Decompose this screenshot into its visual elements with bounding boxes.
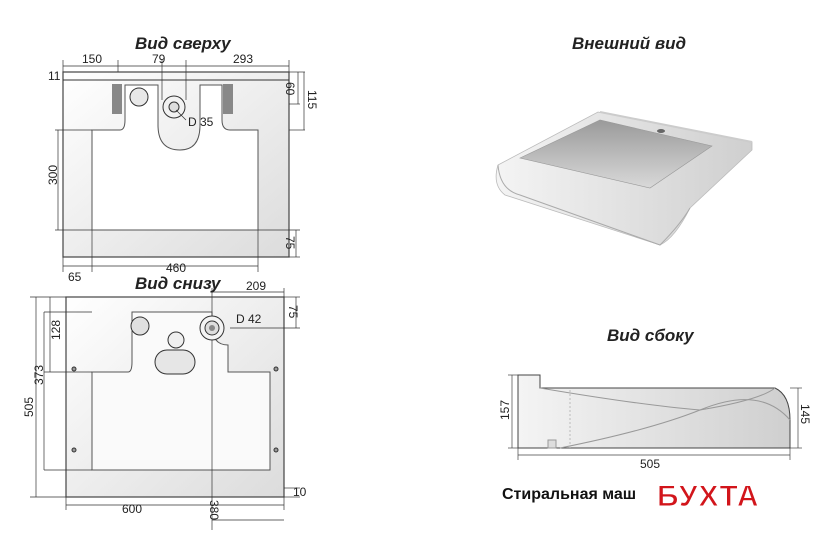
dim-145: 145 [798,404,812,424]
title-side-view: Вид сбоку [607,326,694,345]
dim-300: 300 [46,165,60,185]
dim-79: 79 [152,52,166,66]
title-top-view: Вид сверху [135,34,231,53]
title-external-view: Внешний вид [572,34,687,53]
dim-75-bottom: 75 [286,305,300,319]
dim-10: 10 [293,485,307,499]
dim-505-bottom: 505 [22,397,36,417]
title-bottom-view: Вид снизу [135,274,221,293]
hole-d42: D 42 [236,312,262,326]
dim-60: 60 [283,82,297,96]
dim-460: 460 [166,261,186,275]
dim-505-side: 505 [640,457,660,471]
top-view-drawing [55,60,305,272]
caption-washing-machine: Стиральная маш [502,486,637,503]
hole-d35: D 35 [188,115,214,129]
dim-115: 115 [305,90,319,109]
dim-373: 373 [32,365,46,385]
dim-128: 128 [49,320,63,340]
top-view-labels: 150 79 293 11 60 115 300 75 65 460 D 35 [46,52,319,284]
dim-380: 380 [207,500,221,520]
bottom-view-drawing [30,288,300,530]
dim-157: 157 [498,400,512,420]
bottom-view-labels: 209 75 128 373 505 600 380 10 D 42 [22,279,307,520]
dim-209: 209 [246,279,266,293]
dim-75-top: 75 [283,236,297,250]
dim-11: 11 [48,69,61,83]
dim-150: 150 [82,52,102,66]
watermark-logo: БУХТА [657,480,760,514]
external-view-render [495,111,753,246]
side-view-labels: 157 145 505 [498,400,812,471]
dim-65: 65 [68,270,82,284]
dim-600: 600 [122,502,142,516]
side-view-drawing [508,374,802,460]
dim-293: 293 [233,52,253,66]
